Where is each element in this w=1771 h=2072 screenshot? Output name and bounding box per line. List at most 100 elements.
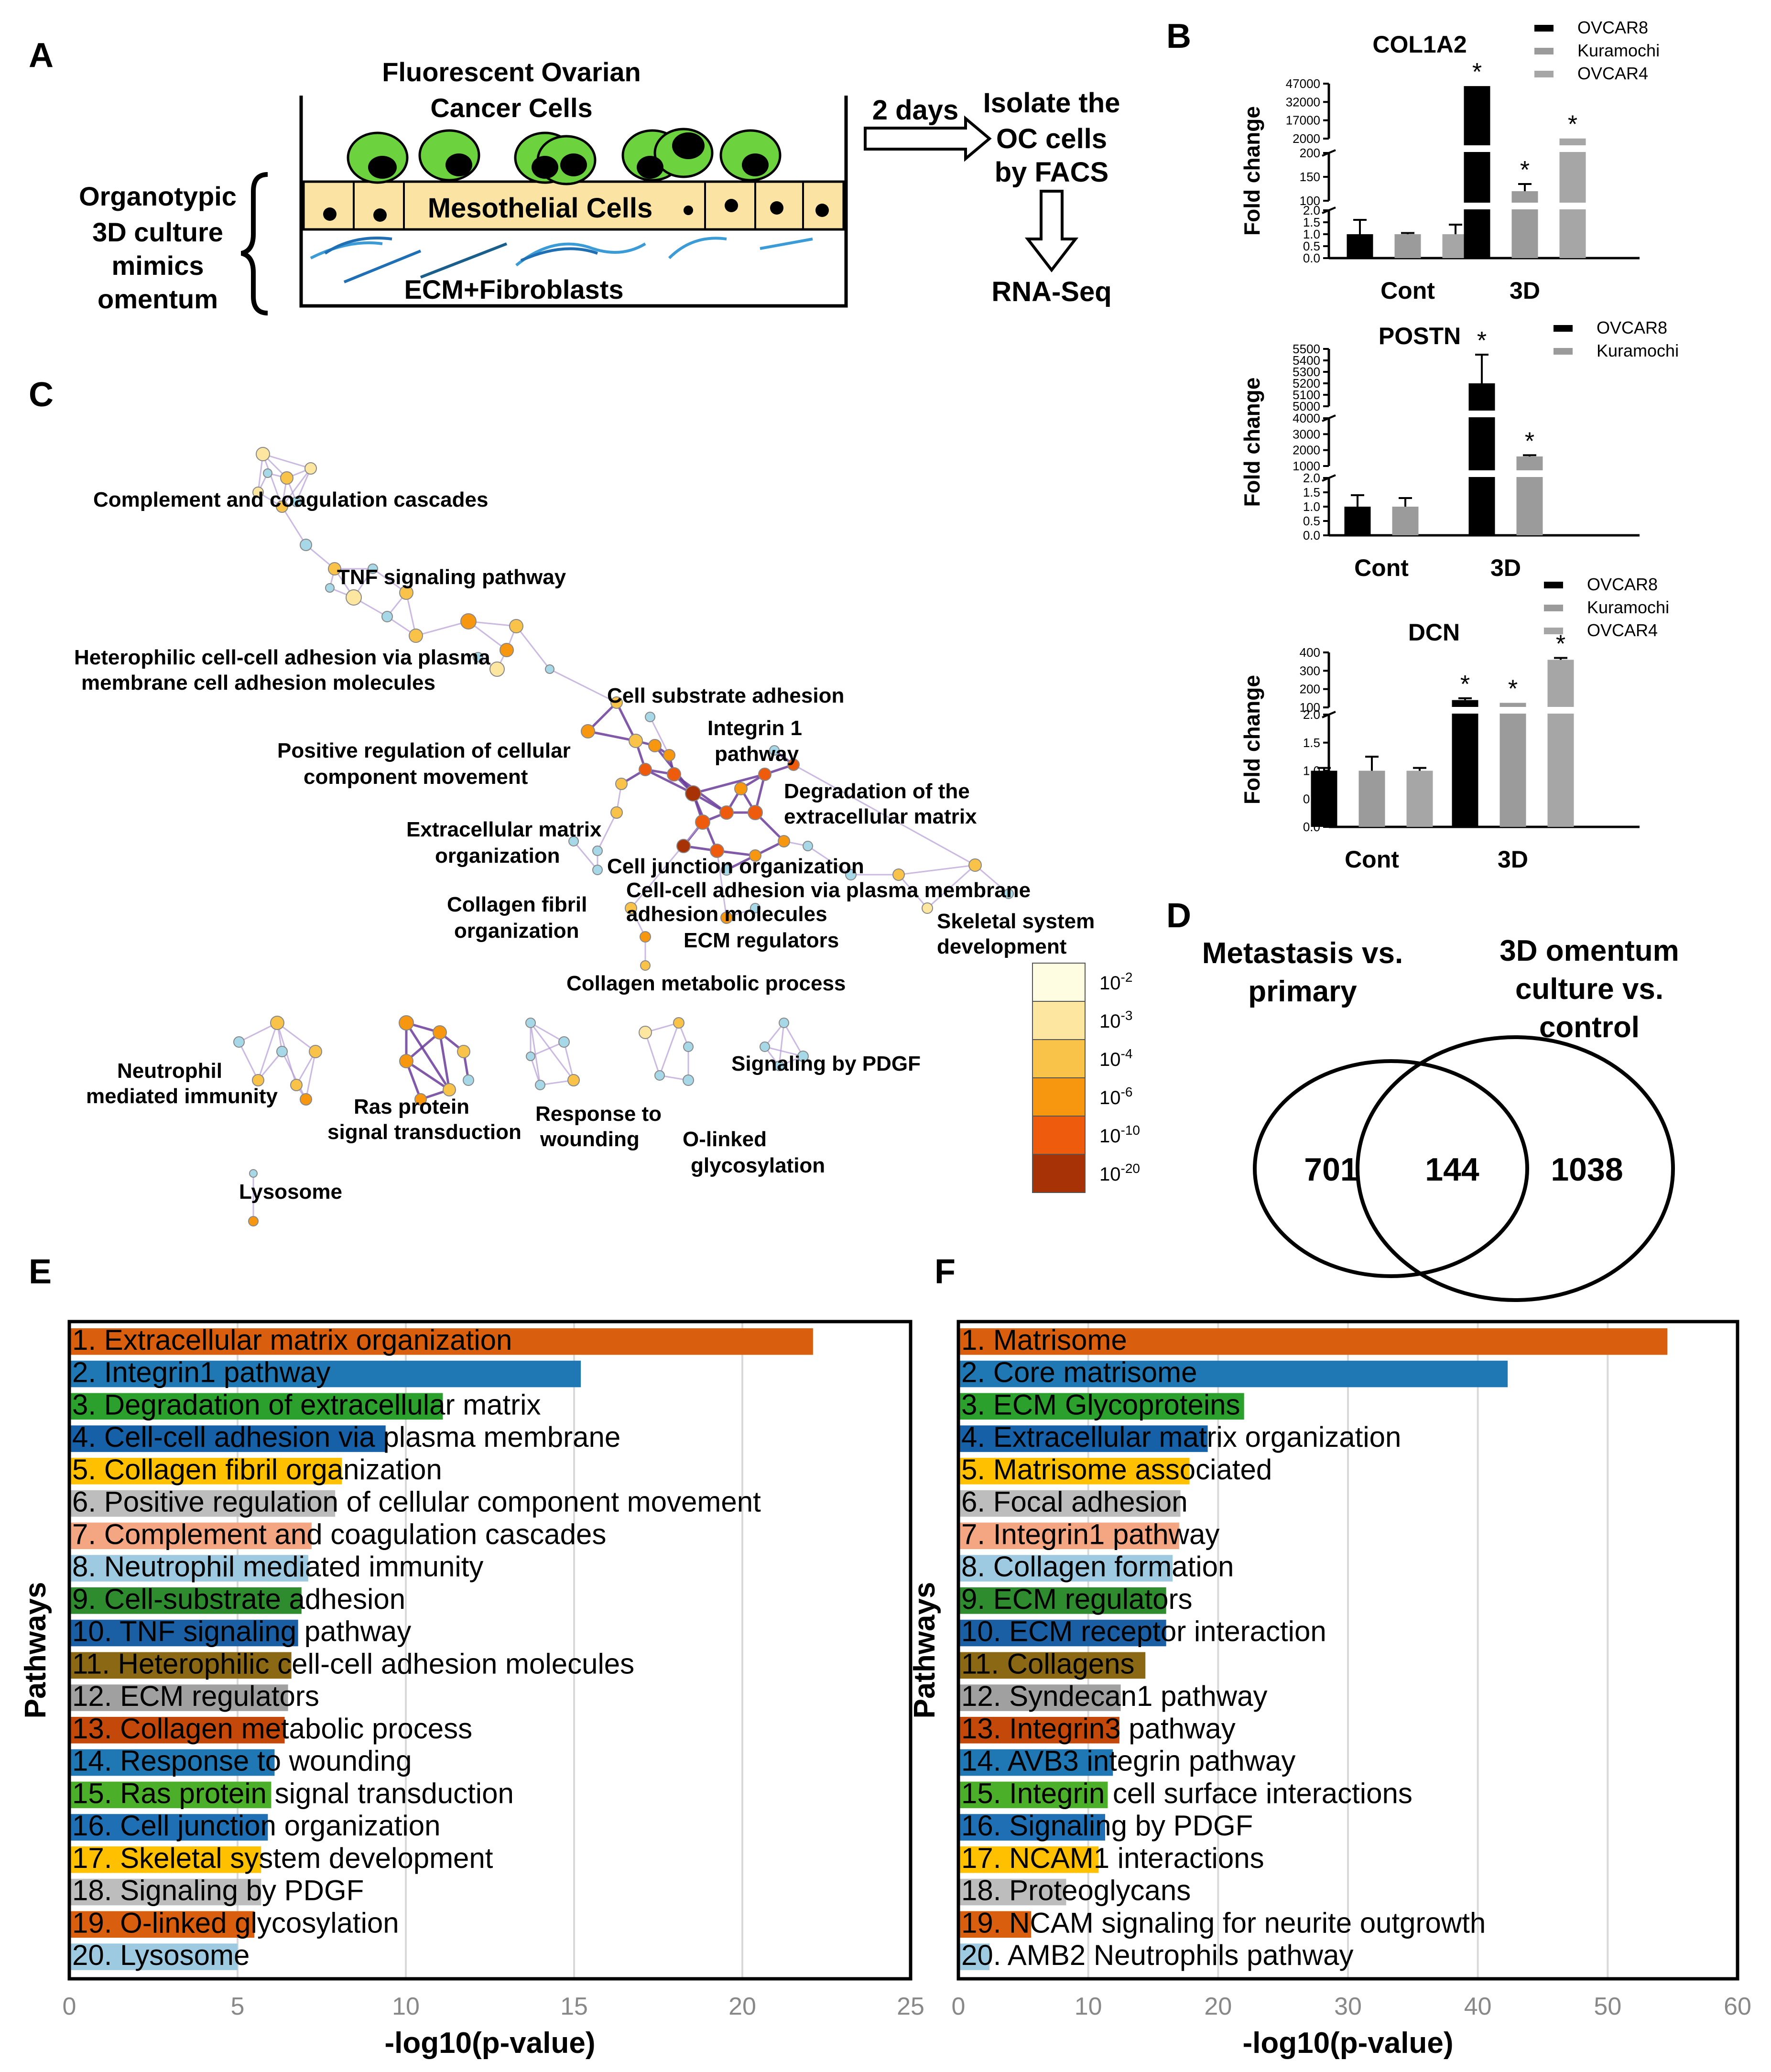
network-node (676, 839, 691, 853)
network-edge (530, 1022, 565, 1043)
network-edge (597, 812, 618, 851)
bar (69, 1878, 261, 1906)
bar-break (1558, 145, 1587, 152)
bar (1559, 138, 1586, 258)
bar (958, 1360, 1508, 1388)
network-node (414, 1093, 427, 1106)
net-label: Complement and coagulation cascades (93, 488, 488, 511)
panel-a-left-4: omentum (98, 284, 218, 314)
network-edge (277, 1022, 316, 1052)
y-axis-label: Pathways (19, 1582, 52, 1718)
significance-star: * (1477, 327, 1487, 355)
network-node (581, 724, 595, 738)
network-node (592, 846, 603, 856)
network-node (683, 1074, 694, 1086)
significance-star: * (1472, 58, 1482, 86)
network-node (758, 768, 771, 781)
y-tick-label: 150 (1300, 170, 1320, 184)
net-label: ECM regulators (684, 929, 839, 952)
network-edge (644, 768, 694, 795)
network-node (648, 739, 662, 752)
network-edge (281, 468, 312, 507)
bar (958, 1878, 1066, 1906)
bar (69, 1555, 308, 1582)
y-tick-label: 0.5 (1303, 239, 1320, 253)
bar (1464, 86, 1490, 258)
ecm-fibers (310, 237, 813, 283)
bar (1358, 770, 1385, 827)
network-edge (644, 1032, 661, 1076)
network-node (683, 1041, 694, 1052)
network-node (615, 778, 628, 790)
bar-break (1515, 470, 1544, 477)
network-node (774, 1061, 784, 1071)
bar (69, 1943, 238, 1970)
y-tick-label: 32000 (1286, 95, 1320, 109)
enrichment-network (233, 447, 1014, 1226)
x-tick-label: 0 (952, 1993, 966, 2020)
bar-label: 8. Neutrophil mediated immunity (72, 1551, 483, 1583)
network-node (778, 835, 790, 847)
network-node (381, 611, 393, 622)
network-edge (693, 773, 765, 795)
network-node (325, 583, 335, 593)
significance-star: * (1508, 675, 1518, 703)
legend-swatch (1032, 1039, 1086, 1078)
bar-label: 12. ECM regulators (72, 1680, 319, 1712)
net-label: Signaling by PDGF (731, 1052, 921, 1075)
network-node (399, 1015, 414, 1031)
y-tick-label: 1.0 (1303, 499, 1320, 514)
legend-label: 10-2 (1099, 970, 1132, 994)
panel-a: A Fluorescent Ovarian Cancer Cells Organ… (29, 36, 1120, 315)
y-tick-label: 0.5 (1303, 514, 1320, 528)
panel-b: B COL1A20.00.51.01.52.010015020020001700… (1166, 17, 1679, 873)
bar-label: 9. Cell-substrate adhesion (72, 1583, 405, 1615)
bar (1406, 770, 1433, 827)
y-tick-label: 5200 (1293, 376, 1320, 391)
y-tick-label: 2000 (1293, 131, 1320, 146)
network-node (300, 539, 312, 551)
ecm-label: ECM+Fibroblasts (404, 274, 624, 304)
network-node (750, 903, 761, 913)
net-label: pathway (715, 742, 799, 766)
legend-swatch (1534, 25, 1554, 32)
legend-swatch (1544, 628, 1563, 634)
network-node (252, 487, 264, 498)
bar (1347, 234, 1373, 258)
x-tick-label: 10 (392, 1993, 420, 2020)
network-node (845, 869, 857, 880)
venn-left-title-2: primary (1248, 975, 1357, 1008)
bar (69, 1684, 288, 1711)
legend-swatch (1032, 1001, 1086, 1040)
x-tick-label: Cont (1380, 277, 1435, 304)
bar-label: 7. Integrin1 pathway (961, 1518, 1219, 1550)
network-edge (549, 668, 617, 704)
venn-right-title-2: culture vs. (1515, 973, 1663, 1006)
panel-a-left-1: Organotypic (79, 181, 237, 211)
bar-break (1467, 411, 1496, 417)
bar (69, 1846, 261, 1873)
days-label: 2 days (872, 95, 959, 126)
y-tick-label: 1000 (1293, 459, 1320, 473)
y-tick-label: 3000 (1293, 427, 1320, 441)
bar (958, 1717, 1119, 1744)
net-label: Cell-cell adhesion via plasma membrane (626, 879, 1031, 902)
x-tick-label: 5 (231, 1993, 245, 2020)
mesothelial-layer (302, 180, 845, 231)
isolate-2: OC cells (996, 123, 1107, 154)
y-tick-label: 4000 (1293, 411, 1320, 425)
network-node (568, 836, 579, 846)
bar-label: 1. Matrisome (961, 1324, 1127, 1356)
network-node (500, 643, 514, 657)
legend-swatch (1554, 348, 1573, 355)
venn-right-count: 1038 (1551, 1151, 1623, 1188)
network-node (721, 864, 732, 876)
bar (1452, 700, 1478, 827)
significance-star: * (1460, 671, 1470, 698)
net-label: membrane cell adhesion molecules (81, 671, 435, 694)
x-tick-label: Cont (1345, 846, 1399, 873)
x-tick-label: 3D (1498, 846, 1528, 873)
